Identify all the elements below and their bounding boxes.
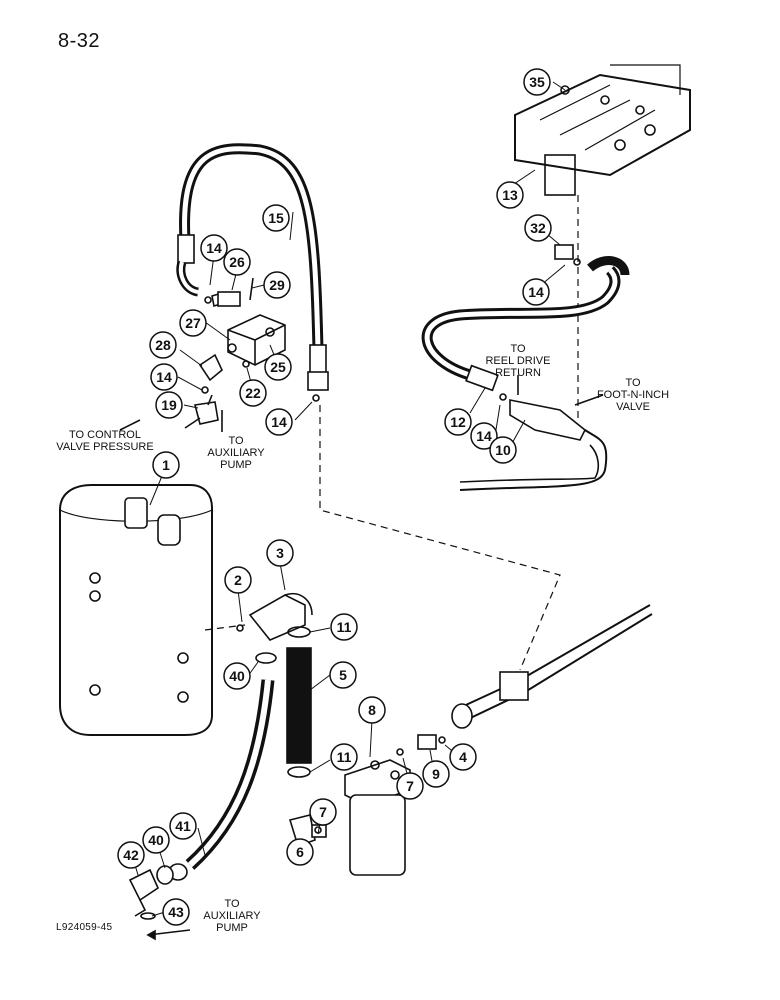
- callout-15: 15: [268, 210, 284, 226]
- callout-circle: [169, 812, 197, 840]
- callout-circle: [224, 566, 252, 594]
- callout-circle: [264, 353, 292, 381]
- callout-27: 27: [185, 315, 201, 331]
- note-reel-drive-line2: REEL DRIVE: [485, 355, 550, 367]
- callout-circle: [155, 391, 183, 419]
- callout-circle: [223, 662, 251, 690]
- callout-6: 6: [296, 844, 304, 860]
- callout-3: 3: [276, 545, 284, 561]
- callout-circle: [523, 68, 551, 96]
- figure-code: L924059-45: [56, 922, 113, 933]
- callout-14: 14: [156, 369, 172, 385]
- callout-2: 2: [234, 572, 242, 588]
- note-aux-pump-upper-line1: TO: [228, 435, 244, 447]
- valve-block: [514, 64, 691, 196]
- callout-circle: [444, 408, 472, 436]
- callout-32: 32: [530, 220, 546, 236]
- callout-41: 41: [175, 818, 191, 834]
- callout-11: 11: [337, 619, 352, 635]
- callout-circle: [265, 408, 293, 436]
- note-aux-pump-lower-line2: AUXILIARY: [203, 910, 261, 922]
- callout-circle: [330, 613, 358, 641]
- callout-circle: [263, 271, 291, 299]
- callout-14: 14: [206, 240, 222, 256]
- callout-circle: [262, 204, 290, 232]
- note-reel-drive-line3: RETURN: [495, 367, 541, 379]
- callout-29: 29: [269, 277, 285, 293]
- note-aux-pump-lower-line1: TO: [224, 898, 240, 910]
- callout-circle: [489, 436, 517, 464]
- callout-circle: [286, 838, 314, 866]
- callout-circle: [330, 743, 358, 771]
- callout-14: 14: [271, 414, 287, 430]
- callout-7: 7: [319, 804, 327, 820]
- hose-41: [185, 679, 275, 870]
- callout-14: 14: [476, 428, 492, 444]
- callout-10: 10: [495, 442, 511, 458]
- note-foot-n-inch-line3: VALVE: [616, 401, 650, 413]
- callout-40: 40: [229, 668, 245, 684]
- callout-11: 11: [337, 749, 352, 765]
- callout-circle: [149, 331, 177, 359]
- page-number: 8-32: [58, 30, 101, 52]
- callout-circle: [309, 798, 337, 826]
- callout-circle: [179, 309, 207, 337]
- hydraulic-tank: [59, 484, 213, 736]
- assembly-guide-lines: [204, 195, 579, 741]
- callout-9: 9: [432, 766, 440, 782]
- callout-circle: [162, 898, 190, 926]
- callout-26: 26: [229, 254, 245, 270]
- callout-5: 5: [339, 667, 347, 683]
- fitting-group-upper-left: [184, 277, 286, 429]
- callout-40: 40: [148, 832, 164, 848]
- callout-circle: [396, 772, 424, 800]
- callout-25: 25: [270, 359, 286, 375]
- callout-43: 43: [168, 904, 184, 920]
- callout-12: 12: [450, 414, 466, 430]
- callout-7: 7: [406, 778, 414, 794]
- callout-group: [117, 68, 552, 926]
- note-foot-n-inch-line1: TO: [625, 377, 641, 389]
- note-aux-pump-lower-line3: PUMP: [216, 922, 248, 934]
- callout-circle: [522, 278, 550, 306]
- arrow-to-control-valve: [119, 419, 141, 431]
- callout-19: 19: [161, 397, 177, 413]
- note-reel-drive-line1: TO: [510, 343, 526, 355]
- note-aux-pump-upper-line3: PUMP: [220, 459, 252, 471]
- callout-circle: [223, 248, 251, 276]
- callout-circle: [239, 379, 267, 407]
- note-control-valve-line2: VALVE PRESSURE: [56, 441, 153, 453]
- callout-1: 1: [162, 457, 170, 473]
- callout-8: 8: [368, 702, 376, 718]
- callout-circle: [266, 539, 294, 567]
- callout-circle: [142, 826, 170, 854]
- note-foot-n-inch-line2: FOOT-N-INCH: [597, 389, 669, 401]
- note-control-valve-line1: TO CONTROL: [69, 429, 141, 441]
- callout-circle: [449, 743, 477, 771]
- callout-circle: [200, 234, 228, 262]
- callout-circle: [470, 422, 498, 450]
- callout-circle: [496, 181, 524, 209]
- callout-35: 35: [529, 74, 545, 90]
- callout-42: 42: [123, 847, 139, 863]
- callout-14: 14: [528, 284, 544, 300]
- note-aux-pump-upper-line2: AUXILIARY: [207, 447, 265, 459]
- callout-circle: [524, 214, 552, 242]
- callout-4: 4: [459, 749, 467, 765]
- oil-filter: [344, 759, 411, 876]
- callout-28: 28: [155, 337, 171, 353]
- callout-circle: [422, 760, 450, 788]
- callout-circle: [358, 696, 386, 724]
- callout-circle: [117, 841, 145, 869]
- callout-circle: [152, 451, 180, 479]
- callout-13: 13: [502, 187, 518, 203]
- callout-22: 22: [245, 385, 261, 401]
- callout-circle: [150, 363, 178, 391]
- callout-circle: [329, 661, 357, 689]
